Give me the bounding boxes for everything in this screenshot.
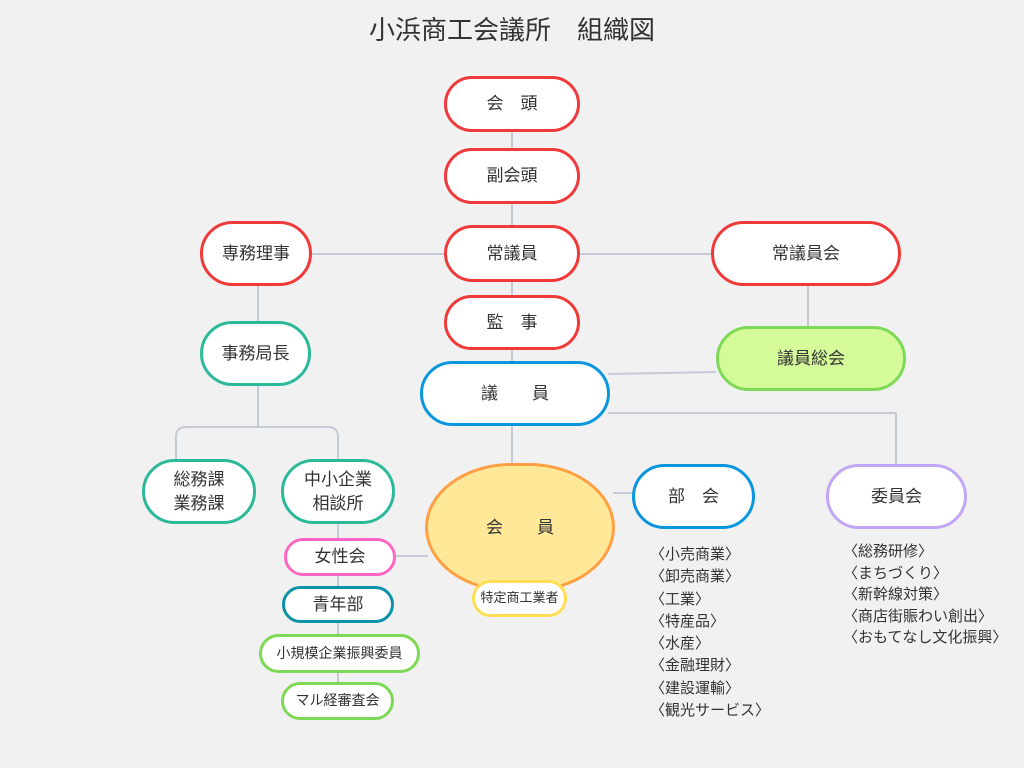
bukai-item: 〈水産〉 — [650, 634, 711, 653]
bukai-item: 〈観光サービス〉 — [650, 701, 771, 720]
iinkai-item: 〈おもてなし文化振興〉 — [843, 628, 1008, 646]
iinkai-item: 〈商店街賑わい創出〉 — [843, 606, 994, 625]
node-kaiin[interactable]: 会 員 — [425, 463, 615, 592]
node-somuka[interactable]: 総務課 業務課 — [142, 459, 256, 524]
node-jimukyokucho[interactable]: 事務局長 — [200, 321, 311, 386]
node-jogiin[interactable]: 常議員 — [444, 225, 580, 282]
node-fukukaito[interactable]: 副会頭 — [444, 148, 580, 204]
node-bukai[interactable]: 部 会 — [632, 464, 755, 529]
node-tokutei[interactable]: 特定商工業者 — [472, 580, 567, 617]
node-seinenbu[interactable]: 青年部 — [282, 586, 394, 623]
bukai-list: 〈小売商業〉 〈卸売商業〉 〈工業〉 〈特産品〉 〈水産〉 〈金融理財〉 〈建設… — [650, 543, 770, 721]
bukai-item: 〈小売商業〉 — [650, 545, 741, 563]
bukai-item: 〈工業〉 — [650, 589, 711, 608]
node-sodanjo[interactable]: 中小企業 相談所 — [281, 459, 395, 524]
node-kanji[interactable]: 監 事 — [444, 295, 580, 350]
bukai-item: 〈建設運輸〉 — [650, 678, 741, 697]
node-marukei[interactable]: マル経審査会 — [281, 682, 394, 720]
bukai-item: 〈金融理財〉 — [650, 656, 741, 675]
page-title: 小浜商工会議所 組織図 — [368, 16, 655, 46]
iinkai-item: 〈総務研修〉 — [843, 542, 934, 560]
bukai-item: 〈特産品〉 — [650, 611, 726, 630]
node-shokibo[interactable]: 小規模企業振興委員 — [259, 634, 420, 673]
node-joseikai[interactable]: 女性会 — [284, 538, 396, 576]
node-senmu[interactable]: 専務理事 — [200, 221, 312, 286]
iinkai-item: 〈新幹線対策〉 — [843, 585, 949, 603]
bukai-item: 〈卸売商業〉 — [650, 567, 741, 586]
iinkai-item: 〈まちづくり〉 — [843, 563, 949, 582]
node-giinsokai[interactable]: 議員総会 — [716, 326, 906, 391]
node-giin[interactable]: 議 員 — [420, 361, 610, 426]
iinkai-list: 〈総務研修〉 〈まちづくり〉 〈新幹線対策〉 〈商店街賑わい創出〉 〈おもてなし… — [843, 541, 1007, 649]
node-kaito[interactable]: 会 頭 — [444, 76, 580, 132]
node-iinkai[interactable]: 委員会 — [826, 464, 967, 529]
node-jogiinkai[interactable]: 常議員会 — [711, 221, 901, 286]
